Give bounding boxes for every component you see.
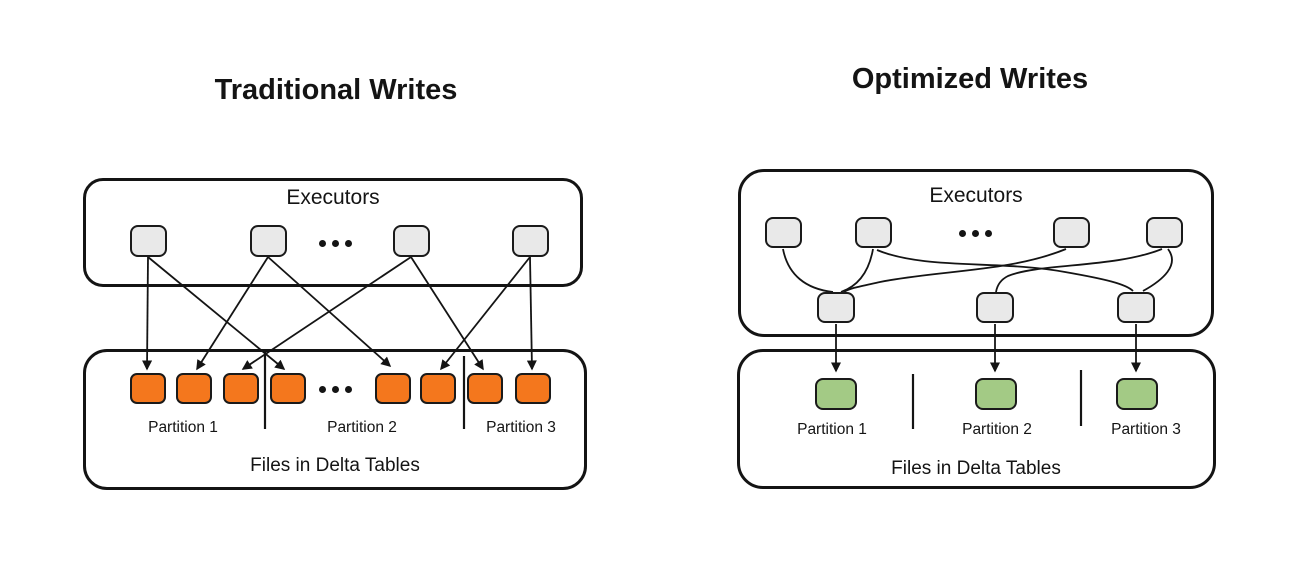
- traditional-executor-node-2: [250, 225, 287, 257]
- traditional-file-node-5: [375, 373, 411, 404]
- optimized-file-node-3: [1116, 378, 1158, 410]
- traditional-ellipsis-icon: [319, 240, 352, 247]
- traditional-partition-1-label: Partition 1: [148, 419, 218, 436]
- traditional-partition-2-label: Partition 2: [327, 419, 397, 436]
- traditional-file-node-8: [515, 373, 551, 404]
- optimized-executor-node-2: [855, 217, 892, 248]
- optimized-partition-2-label: Partition 2: [962, 421, 1032, 438]
- optimized-shuffle-node-1: [817, 292, 855, 323]
- traditional-executors-label: Executors: [286, 186, 380, 209]
- traditional-writes-title: Traditional Writes: [214, 74, 458, 106]
- optimized-shuffle-node-3: [1117, 292, 1155, 323]
- traditional-file-node-2: [176, 373, 212, 404]
- traditional-file-node-4: [270, 373, 306, 404]
- traditional-files-box: [83, 349, 587, 490]
- traditional-file-node-1: [130, 373, 166, 404]
- traditional-partition-3-label: Partition 3: [486, 419, 556, 436]
- optimized-file-node-2: [975, 378, 1017, 410]
- optimized-partition-1-label: Partition 1: [797, 421, 867, 438]
- traditional-file-node-6: [420, 373, 456, 404]
- traditional-executor-node-3: [393, 225, 430, 257]
- optimized-shuffle-node-2: [976, 292, 1014, 323]
- optimized-executor-node-3: [1053, 217, 1090, 248]
- traditional-files-ellipsis-icon: [319, 386, 352, 393]
- traditional-executor-node-1: [130, 225, 167, 257]
- traditional-file-node-7: [467, 373, 503, 404]
- traditional-executor-node-4: [512, 225, 549, 257]
- traditional-files-label: Files in Delta Tables: [250, 455, 420, 476]
- traditional-file-node-3: [223, 373, 259, 404]
- optimized-ellipsis-icon: [959, 230, 992, 237]
- optimized-writes-title: Optimized Writes: [851, 63, 1089, 95]
- optimized-executors-label: Executors: [929, 184, 1023, 207]
- optimized-executor-node-4: [1146, 217, 1183, 248]
- optimized-files-label: Files in Delta Tables: [891, 458, 1061, 479]
- optimized-file-node-1: [815, 378, 857, 410]
- optimized-executor-node-1: [765, 217, 802, 248]
- optimized-partition-3-label: Partition 3: [1111, 421, 1181, 438]
